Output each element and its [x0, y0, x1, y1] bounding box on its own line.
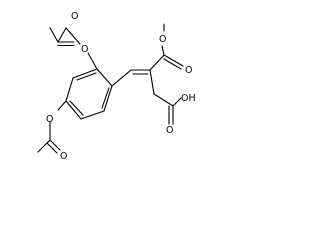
bond-ring-1: [96, 68, 113, 87]
bond-ring-3: [80, 110, 105, 120]
atom-oh-carboxylic-acid: OH: [181, 93, 196, 104]
atom-o-acetyl-top-carbonyl: O: [71, 11, 78, 22]
bond-ester-c-o-double: [163, 54, 184, 67]
atom-o-carboxylic-acid-carbonyl: O: [166, 125, 173, 136]
atom-o-methyl-ester: O: [159, 34, 166, 45]
bond-acetyl-top-ch3: [49, 27, 59, 43]
bond-acetoxy-bottom-c-ch3: [37, 139, 51, 153]
atom-o-methyl-ester-carbonyl: O: [185, 65, 192, 76]
bond-ring-2: [103, 85, 113, 112]
bond-ring-6: [72, 68, 98, 79]
bond-alpha-ester: [149, 54, 165, 71]
bond-cooh-oh: [172, 97, 182, 107]
bond-ester-c-o-double-2: [163, 58, 182, 70]
bond-acetyl-top-c-oester: [65, 27, 81, 45]
bond-ester-c-o-single: [161, 45, 165, 56]
atom-o-acetyl-top-ester: O: [81, 44, 88, 55]
atom-o-acetyl-bottom-ester: O: [46, 114, 53, 125]
bond-acetoxy-bottom-ring-o: [57, 100, 67, 111]
bond-alpha-ch2: [149, 69, 155, 95]
bond-acetyl-top-c-o: [57, 27, 67, 43]
atom-o-acetyl-bottom-carbonyl: O: [60, 151, 67, 162]
bond-acetoxy-bottom-c-o: [49, 139, 61, 151]
bond-ch2-cooh: [153, 93, 174, 107]
bond-ring-inner-1: [101, 87, 110, 109]
atom-label-layer: O O O O O O OH O: [46, 11, 196, 162]
bond-ring-inner-3: [76, 72, 97, 81]
bond-ring-4: [65, 100, 82, 120]
bond-ring-vinyl: [111, 69, 132, 87]
chemical-structure-diagram: O O O O O O OH O: [37, 11, 196, 162]
bond-acetyl-top-o-ring: [87, 52, 98, 70]
bond-layer: [37, 23, 184, 154]
bond-ring-inner-2: [69, 100, 84, 116]
bond-ring-5: [65, 77, 74, 102]
bond-acetoxy-bottom-c-o-double: [46, 142, 58, 154]
